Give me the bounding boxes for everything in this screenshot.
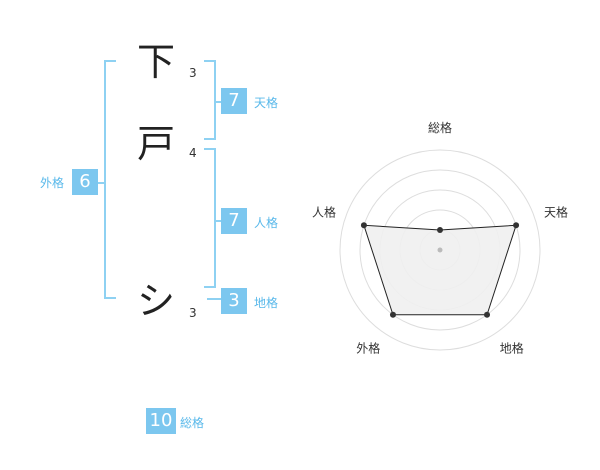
jinkaku-value: 7 bbox=[221, 208, 247, 234]
radar-point bbox=[437, 227, 443, 233]
tenkaku-bracket-bottom bbox=[204, 138, 216, 140]
radar-point bbox=[513, 222, 520, 229]
jinkaku-label: 人格 bbox=[254, 216, 279, 230]
jinkaku-bracket-top bbox=[204, 148, 216, 150]
radar-center-dot bbox=[437, 247, 443, 253]
soukaku-label: 総格 bbox=[180, 416, 205, 430]
gaikaku-value: 6 bbox=[72, 169, 98, 195]
gaikaku-bracket-top bbox=[104, 60, 116, 62]
radar-point bbox=[360, 222, 367, 229]
tenkaku-connector bbox=[215, 101, 221, 103]
radar-ring bbox=[359, 169, 521, 331]
radar-axis-label: 地格 bbox=[500, 341, 524, 356]
name-char-3: シ bbox=[136, 279, 175, 323]
gaikaku-bracket-bottom bbox=[104, 297, 116, 299]
radar-axis-label: 総格 bbox=[428, 120, 452, 135]
chikaku-connector bbox=[207, 298, 221, 300]
jinkaku-bracket-vertical bbox=[214, 148, 216, 288]
jinkaku-connector bbox=[215, 220, 221, 222]
gaikaku-connector bbox=[98, 182, 105, 184]
radar-point bbox=[389, 311, 396, 318]
tenkaku-bracket-vertical bbox=[214, 60, 216, 140]
radar-ring bbox=[339, 149, 541, 351]
name-char-2-strokes: 4 bbox=[189, 146, 197, 160]
radar-shape bbox=[363, 224, 517, 316]
jinkaku-bracket-bottom bbox=[204, 286, 216, 288]
gaikaku-bracket-vertical bbox=[104, 60, 106, 299]
name-char-2: 戸 bbox=[136, 122, 175, 166]
radar-points bbox=[360, 222, 520, 318]
tenkaku-bracket-top bbox=[204, 60, 216, 62]
chikaku-label: 地格 bbox=[254, 296, 279, 310]
name-char-1-strokes: 3 bbox=[189, 66, 197, 80]
radar-axis-label: 人格 bbox=[312, 204, 336, 219]
name-char-1: 下 bbox=[136, 40, 175, 84]
soukaku-value: 10 bbox=[146, 408, 176, 434]
name-char-3-strokes: 3 bbox=[189, 306, 197, 320]
chikaku-value: 3 bbox=[221, 288, 247, 314]
radar-point bbox=[484, 311, 491, 318]
tenkaku-label: 天格 bbox=[254, 96, 279, 110]
gaikaku-label: 外格 bbox=[40, 176, 65, 190]
tenkaku-value: 7 bbox=[221, 88, 247, 114]
radar-axis-label: 外格 bbox=[356, 341, 380, 356]
radar-axis-label: 天格 bbox=[544, 204, 568, 219]
